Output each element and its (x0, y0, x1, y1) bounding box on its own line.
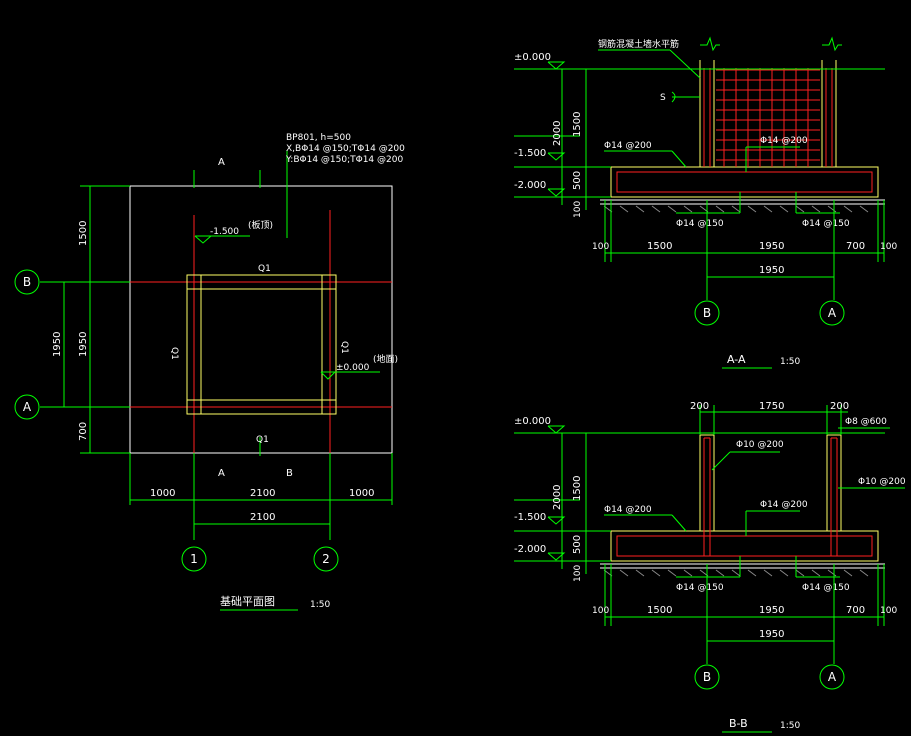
bb-dim-100a: 100 (592, 606, 609, 616)
aa-wall-rebar-mesh (703, 68, 833, 167)
aa-dim-v-100: 100 (573, 201, 583, 218)
aa-dim-v-500: 500 (572, 171, 583, 190)
bb-dim-v-100: 100 (573, 565, 583, 582)
aa-rebar-bottom-right: Φ14 @150 (802, 219, 850, 229)
plan-note-line3: Y:BΦ14 @150;TΦ14 @200 (285, 155, 403, 165)
bb-rebar-top-right: Φ8 @600 (845, 417, 887, 427)
aa-dim-100b: 100 (880, 242, 897, 252)
bb-title: B-B (729, 717, 748, 730)
plan-section-mark-b-bottom: B (286, 468, 293, 479)
aa-label-s: S (660, 93, 666, 103)
plan-wall-label-bottom: Q1 (256, 435, 269, 445)
plan-axis-bubble-1: 1 (190, 552, 198, 566)
bb-elev-1500: -1.500 (514, 512, 546, 523)
plan-scale: 1:50 (310, 600, 330, 610)
aa-elev-1500: -1.500 (514, 148, 546, 159)
aa-dim-axis-1950: 1950 (759, 265, 784, 276)
aa-dim-1500: 1500 (647, 241, 672, 252)
plan-corner-br (321, 399, 337, 415)
bb-dim-v-1500: 1500 (572, 476, 583, 501)
aa-note-top: 钢筋混凝土墙水平筋 (598, 38, 679, 50)
plan-section-mark-a-top: A (218, 157, 225, 168)
bb-axis-bubble-b: B (703, 670, 711, 684)
aa-elev-0: ±0.000 (514, 52, 551, 63)
aa-dim-v-2000: 2000 (552, 121, 563, 146)
bb-base-slab (610, 530, 879, 562)
bb-rebar-bottom-left: Φ14 @150 (676, 583, 724, 593)
plan-wall-label-right: Q1 (339, 341, 349, 354)
aa-rebar-mid: Φ14 @200 (760, 136, 808, 146)
plan-corner-tr (321, 274, 337, 290)
foundation-plan: A A B BP801, h=500 X,BΦ14 @150;TΦ14 @200… (14, 133, 405, 611)
plan-dim-left-1950: 1950 (78, 332, 89, 357)
plan-title: 基础平面图 (220, 595, 275, 608)
plan-dim-bottom-2100: 2100 (250, 488, 275, 499)
plan-dim-bottom-axis-2100: 2100 (250, 512, 275, 523)
bb-dim-100b: 100 (880, 606, 897, 616)
bb-rebar-wall: Φ10 @200 (736, 440, 784, 450)
bb-axis-bubble-a: A (828, 670, 837, 684)
plan-elev-top-note: (板顶) (248, 219, 273, 231)
plan-dim-bottom-1000a: 1000 (150, 488, 175, 499)
bb-dim-700: 700 (846, 605, 865, 616)
bb-dim-1750: 1750 (759, 401, 784, 412)
plan-section-mark-a-bottom: A (218, 468, 225, 479)
plan-axis-bubble-b: B (23, 275, 31, 289)
bb-rebar-mid: Φ14 @200 (760, 500, 808, 510)
bb-dim-200b: 200 (830, 401, 849, 412)
bb-dim-200a: 200 (690, 401, 709, 412)
plan-note-line2: X,BΦ14 @150;TΦ14 @200 (286, 144, 405, 154)
aa-dim-700: 700 (846, 241, 865, 252)
section-aa: ±0.000 -1.500 -2.000 1500 2000 500 100 钢… (514, 36, 897, 369)
aa-dim-v-1500: 1500 (572, 112, 583, 137)
plan-slab-outline (129, 185, 393, 454)
plan-elev-right: ±0.000 (336, 363, 370, 373)
plan-note-line1: BP801, h=500 (286, 133, 351, 143)
plan-axis-bubble-2: 2 (322, 552, 330, 566)
plan-wall-label-left: Q1 (169, 347, 179, 360)
bb-dim-v-2000: 2000 (552, 485, 563, 510)
aa-elev-2000: -2.000 (514, 180, 546, 191)
plan-corner-bl (186, 399, 202, 415)
plan-wall-outer (186, 274, 337, 415)
aa-base-rebar (616, 171, 873, 193)
plan-wall-inner (200, 288, 323, 401)
plan-wall-label-top: Q1 (258, 264, 271, 274)
aa-axis-bubble-b: B (703, 306, 711, 320)
bb-dim-v-500: 500 (572, 535, 583, 554)
plan-dim-left-1500: 1500 (78, 221, 89, 246)
bb-dim-1500: 1500 (647, 605, 672, 616)
aa-base-slab (610, 166, 879, 198)
aa-rebar-left: Φ14 @200 (604, 141, 652, 151)
bb-rebar-right: Φ10 @200 (858, 477, 906, 487)
plan-dim-left-700: 700 (78, 422, 89, 441)
aa-title: A-A (727, 353, 746, 366)
aa-axis-bubble-a: A (828, 306, 837, 320)
bb-elev-2000: -2.000 (514, 544, 546, 555)
plan-corner-tl (186, 274, 202, 290)
bb-wall-right (826, 434, 842, 532)
aa-rebar-bottom-left: Φ14 @150 (676, 219, 724, 229)
bb-wall-left (699, 434, 715, 532)
bb-rebar-bottom-right: Φ14 @150 (802, 583, 850, 593)
aa-dim-100a: 100 (592, 242, 609, 252)
bb-rebar-left: Φ14 @200 (604, 505, 652, 515)
aa-dim-1950: 1950 (759, 241, 784, 252)
bb-dim-1950: 1950 (759, 605, 784, 616)
plan-elev-right-note: (地面) (373, 353, 398, 365)
plan-dim-bottom-1000b: 1000 (349, 488, 374, 499)
bb-dim-axis-1950: 1950 (759, 629, 784, 640)
plan-elev-top: -1.500 (210, 227, 239, 237)
bb-scale: 1:50 (780, 721, 800, 731)
plan-dim-far-left-1950: 1950 (52, 332, 63, 357)
plan-axis-bubble-a: A (23, 400, 32, 414)
bb-elev-0: ±0.000 (514, 416, 551, 427)
section-bb: ±0.000 -1.500 -2.000 1500 2000 500 100 2… (514, 401, 906, 733)
aa-scale: 1:50 (780, 357, 800, 367)
bb-base-rebar (616, 535, 873, 557)
